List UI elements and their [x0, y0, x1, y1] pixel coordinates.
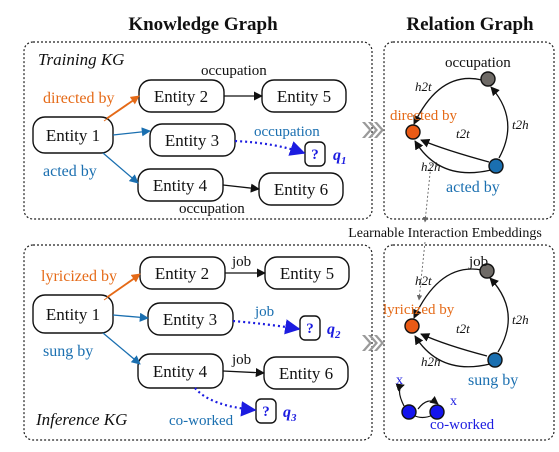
rg1-edge-t2t [420, 138, 490, 163]
inference-query-mark-2: ? [306, 321, 314, 337]
inference-relation-panel [383, 244, 555, 441]
training-entity-3-label: Entity 3 [165, 131, 219, 150]
inference-entity-1-label: Entity 1 [46, 305, 100, 324]
inference-entity-2-label: Entity 2 [155, 264, 209, 283]
rg1-edge-t2h [490, 86, 509, 159]
inference-edge-lyricized-by [106, 273, 141, 298]
learnable-interaction-embeddings-label: Learnable Interaction Embeddings [348, 226, 542, 241]
inference-edge-query-2 [232, 319, 301, 335]
rg2-label-co-worked: co-worked [430, 417, 495, 433]
rg1-node-directed-by [405, 124, 421, 140]
rg1-node-occupation [480, 71, 496, 87]
rg2-label-t2t: t2t [456, 321, 470, 336]
inference-label-co-worked: co-worked [169, 413, 234, 429]
training-kg-panel [23, 41, 373, 220]
inference-edge-e1-e3 [112, 312, 149, 322]
rg1-edge-h2t [413, 77, 483, 125]
relation-graph-inference: job lyricized by sung by h2t t2t t2h h2h… [383, 254, 529, 433]
inference-query-label-3: q3 [283, 404, 297, 424]
rg1-label-t2h: t2h [512, 117, 529, 132]
training-edge-directed-by [106, 95, 140, 119]
rg1-label-h2h: h2h [421, 159, 441, 174]
rg1-label-acted-by: acted by [446, 179, 500, 196]
rg2-label-h2h: h2h [421, 354, 441, 369]
inference-entity-5-label: Entity 5 [280, 264, 334, 283]
relation-graph-heading: Relation Graph [406, 14, 534, 35]
training-edge-directed-by-shadow [103, 98, 137, 122]
inference-edge-sung-by [102, 332, 141, 365]
rg2-node-co-worked-a [401, 404, 417, 420]
training-edge-e1-e3 [112, 127, 151, 137]
embedding-link-bottom [416, 241, 426, 301]
rg2-edge-self-loop-2 [417, 395, 439, 410]
training-edge-e4-e6 [222, 183, 260, 193]
inference-label-job-top: job [231, 254, 251, 270]
inference-edge-query-3 [194, 387, 257, 417]
rg2-label-x1: x [396, 373, 403, 388]
rg2-label-x2: x [450, 394, 457, 409]
rg2-edge-h2t [413, 268, 483, 319]
inference-label-job-bottom: job [231, 352, 251, 368]
inference-entity-6-label: Entity 6 [279, 364, 333, 383]
training-query-label-1: q1 [333, 147, 347, 167]
training-relation-panel [383, 41, 555, 220]
inference-label-job-query: job [254, 304, 274, 320]
training-label-directed-by: directed by [43, 90, 115, 107]
training-query-mark-1: ? [311, 147, 319, 163]
rg2-edge-h2h [414, 335, 491, 368]
rg2-node-job [479, 263, 495, 279]
inference-chevron-arrow [362, 335, 384, 351]
rg2-label-h2t: h2t [415, 273, 432, 288]
training-label-occupation-bottom: occupation [179, 201, 245, 217]
rg1-edge-h2h [414, 140, 492, 174]
inference-query-label-2: q2 [327, 321, 341, 341]
embedding-link-top [422, 163, 432, 223]
inference-entity-4-label: Entity 4 [153, 362, 208, 381]
rg2-edge-t2t [420, 333, 488, 357]
rg2-node-sung-by [487, 352, 503, 368]
rg2-edge-t2h [489, 277, 509, 353]
rg1-label-h2t: h2t [415, 79, 432, 94]
rg1-node-acted-by [488, 158, 504, 174]
training-chevron-arrow [362, 122, 384, 138]
inference-edge-e4-e6 [222, 368, 265, 378]
inference-query-mark-3: ? [262, 404, 270, 420]
knowledge-graph-heading: Knowledge Graph [128, 14, 278, 35]
rg2-node-co-worked-b [429, 404, 445, 420]
training-edge-query-1 [234, 139, 306, 156]
inference-entity-1-box [32, 294, 114, 334]
rg2-label-t2h: t2h [512, 312, 529, 327]
training-label-acted-by: acted by [43, 163, 97, 180]
inference-kg-panel [23, 244, 373, 441]
inference-label-lyricized-by: lyricized by [41, 268, 117, 285]
inference-entity-3-label: Entity 3 [163, 310, 217, 329]
inference-label-sung-by: sung by [43, 343, 93, 360]
rg2-label-sung-by: sung by [468, 372, 518, 389]
rg2-label-job: job [468, 254, 488, 270]
training-label-occupation-query: occupation [254, 124, 320, 140]
training-entity-5-label: Entity 5 [277, 87, 331, 106]
training-entity-1-label: Entity 1 [46, 126, 100, 145]
inference-edge-lyricized-by-shadow [103, 276, 138, 301]
training-kg-label: Training KG [38, 50, 124, 69]
rg1-label-t2t: t2t [456, 126, 470, 141]
training-entity-3-box [149, 123, 236, 157]
rg1-label-occupation: occupation [445, 55, 511, 71]
rg2-label-lyricized-by: lyricized by [383, 302, 455, 318]
training-entity-2-label: Entity 2 [154, 87, 208, 106]
training-label-occupation-top: occupation [201, 63, 267, 79]
rg2-node-lyricized-by [404, 318, 420, 334]
training-entity-6-label: Entity 6 [274, 180, 328, 199]
rg2-edge-self-loop-1 [395, 383, 405, 407]
inference-kg-label: Inference KG [35, 410, 127, 429]
training-edge-acted-by [102, 152, 139, 184]
relation-graph-training: occupation directed by acted by h2t t2t … [390, 55, 529, 196]
training-entity-4-label: Entity 4 [153, 176, 208, 195]
rg1-label-directed-by: directed by [390, 108, 458, 124]
